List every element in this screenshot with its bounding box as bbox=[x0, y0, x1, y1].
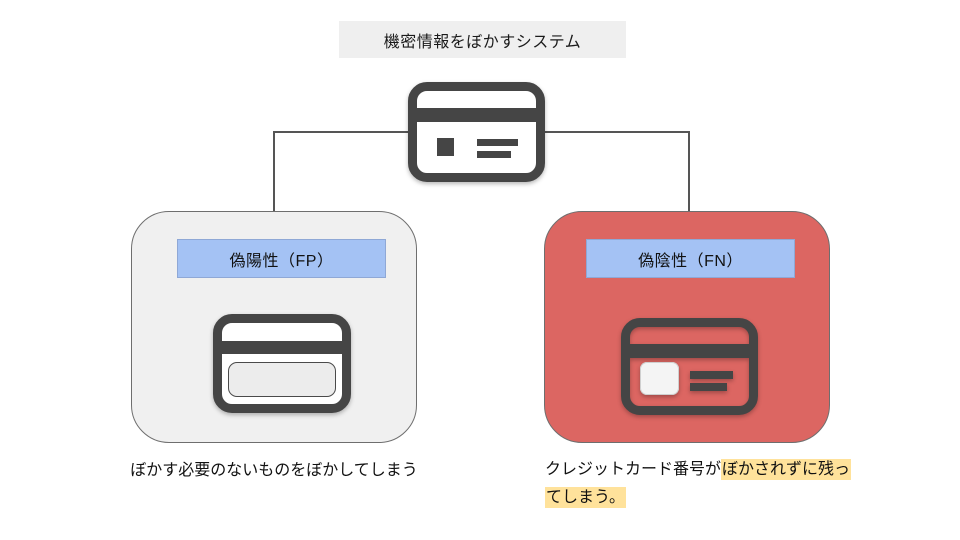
title-text: 機密情報をぼかすシステム bbox=[383, 33, 582, 51]
false-positive-label: 偽陽性（FP） bbox=[177, 239, 386, 278]
card-chip bbox=[640, 362, 679, 395]
caption-plain-text: クレジットカード番号が bbox=[545, 461, 722, 478]
connector-vertical-left bbox=[273, 131, 275, 211]
false-positive-box: 偽陽性（FP） bbox=[131, 211, 417, 443]
false-negative-label: 偽陰性（FN） bbox=[586, 239, 795, 278]
caption-highlight-text: てしまう。 bbox=[545, 487, 627, 508]
false-negative-caption-line2: てしまう。 bbox=[545, 484, 855, 512]
false-negative-box: 偽陰性（FN） bbox=[544, 211, 830, 443]
connector-vertical-right bbox=[688, 131, 690, 211]
card-stripe bbox=[222, 341, 342, 354]
card-stripe bbox=[417, 108, 536, 122]
false-positive-caption-text: ぼかす必要のないものをぼかしてしまう bbox=[130, 462, 418, 479]
false-negative-caption: クレジットカード番号がぼかされずに残っ てしまう。 bbox=[545, 456, 855, 512]
card-number-line bbox=[690, 371, 733, 379]
credit-card-icon bbox=[408, 82, 545, 182]
caption-highlight-text: ぼかされずに残っ bbox=[721, 459, 852, 480]
title-box: 機密情報をぼかすシステム bbox=[339, 21, 626, 58]
credit-card-visible-icon bbox=[621, 318, 758, 415]
card-stripe bbox=[630, 344, 749, 358]
false-positive-label-text: 偽陽性（FP） bbox=[229, 252, 334, 270]
card-number-line bbox=[477, 151, 511, 158]
false-negative-caption-line1: クレジットカード番号がぼかされずに残っ bbox=[545, 456, 855, 484]
credit-card-blurred-icon bbox=[213, 314, 351, 413]
false-negative-label-text: 偽陰性（FN） bbox=[638, 252, 743, 270]
card-number-line bbox=[477, 139, 518, 146]
false-positive-caption: ぼかす必要のないものをぼかしてしまう bbox=[111, 457, 437, 485]
card-chip bbox=[437, 138, 454, 156]
blurred-region bbox=[228, 362, 336, 397]
card-number-line bbox=[690, 383, 727, 391]
